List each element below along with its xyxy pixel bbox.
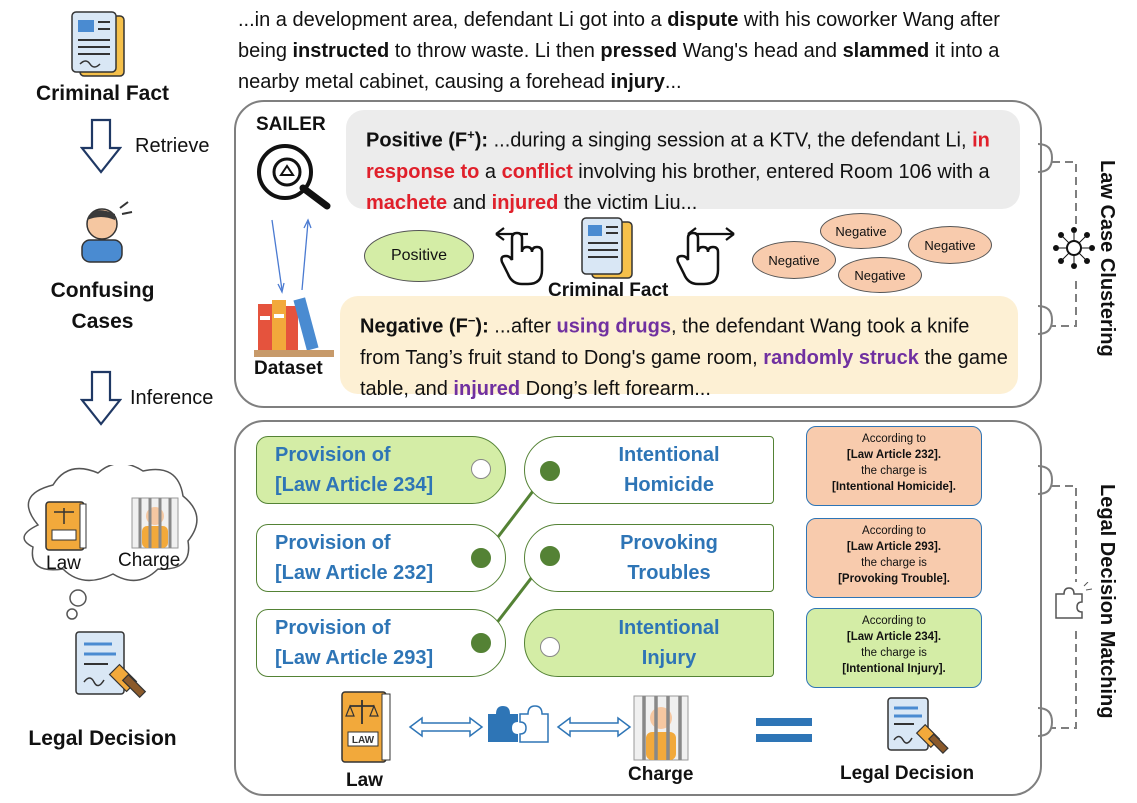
charge-1-connector-dot	[540, 461, 560, 481]
law-provision-1-line1: Provision of	[275, 444, 391, 466]
law-provision-box-2: Provision of [Law Article 232]	[256, 524, 506, 592]
charge-3-connector-hole	[540, 637, 560, 657]
center-criminal-fact-icon	[578, 216, 636, 287]
result-3-line4: [Intentional Injury].	[842, 663, 946, 675]
negative-ellipse-2: Negative	[908, 226, 992, 264]
result-2-line3: the charge is	[861, 557, 927, 569]
result-2-line1: According to	[862, 525, 926, 537]
law-provision-1-line2: [Law Article 234]	[275, 474, 434, 496]
left-criminal-fact-label: Criminal Fact	[35, 82, 170, 105]
negative-case-text: Negative (F−): ...after using drugs, the…	[360, 313, 1008, 400]
law-provision-2-line2: [Law Article 232]	[275, 562, 434, 584]
result-box-2: According to [Law Article 293]. the char…	[806, 518, 982, 598]
left-charge-prisoner-icon	[130, 496, 180, 555]
dataset-label: Dataset	[254, 358, 323, 379]
law-2-connector-dot	[471, 548, 491, 568]
positive-case-text: Positive (F+): ...during a singing sessi…	[366, 127, 990, 214]
sailer-search-icon	[253, 144, 333, 215]
inference-arrow-icon	[79, 370, 123, 431]
law-provision-box-3: Provision of [Law Article 293]	[256, 609, 506, 677]
confused-person-icon	[74, 200, 134, 269]
puzzle-icon	[484, 702, 550, 751]
result-1-line4: [Intentional Homicide].	[832, 481, 956, 493]
negative-ellipse-4: Negative	[838, 257, 922, 293]
sailer-dataset-arrows	[258, 216, 318, 301]
result-3-line3: the charge is	[861, 647, 927, 659]
criminal-fact-text: ...in a development area, defendant Li g…	[238, 9, 1000, 93]
retrieve-label: Retrieve	[135, 135, 210, 157]
result-2-line4: [Provoking Trouble].	[838, 573, 950, 585]
law-provision-box-1: Provision of [Law Article 234]	[256, 436, 506, 504]
result-1-line1: According to	[862, 433, 926, 445]
double-arrow-left-icon	[408, 716, 484, 743]
law-1-connector-hole	[471, 459, 491, 479]
dataset-books-icon	[254, 296, 334, 363]
confusing-cases-label: Confusing Cases	[50, 279, 155, 333]
clustering-network-icon	[1050, 224, 1098, 277]
result-box-1: According to [Law Article 232]. the char…	[806, 426, 982, 506]
negative-case-box	[340, 296, 1018, 394]
law-book-text: LAW	[352, 735, 375, 746]
charge-2-line1: Provoking	[620, 532, 718, 554]
result-2-line2: [Law Article 293].	[846, 541, 942, 553]
equals-icon	[756, 718, 812, 747]
law-provision-2-line1: Provision of	[275, 532, 391, 554]
negative-ellipse-3: Negative	[752, 241, 836, 279]
pull-hand-icon	[492, 224, 558, 293]
law-case-clustering-label: Law Case Clustering	[1096, 160, 1118, 357]
law-provision-3-line1: Provision of	[275, 617, 391, 639]
legal-decision-matching-label: Legal Decision Matching	[1096, 484, 1118, 719]
result-box-3: According to [Law Article 234]. the char…	[806, 608, 982, 688]
matching-puzzle-icon	[1052, 581, 1093, 627]
charge-3-line2: Injury	[641, 647, 697, 669]
sailer-label: SAILER	[256, 114, 326, 135]
left-charge-label: Charge	[118, 550, 181, 571]
result-3-line2: [Law Article 234].	[846, 631, 942, 643]
bottom-charge-label: Charge	[628, 764, 694, 785]
charge-3-line1: Intentional	[618, 617, 720, 639]
bottom-charge-prisoner-icon	[632, 694, 690, 767]
charge-2-line2: Troubles	[627, 562, 711, 584]
double-arrow-right-icon	[556, 716, 632, 743]
left-law-label: Law	[46, 553, 81, 574]
criminal-fact-icon	[66, 10, 132, 82]
retrieve-arrow-icon	[79, 118, 123, 179]
bottom-law-book-icon: LAW	[340, 690, 392, 771]
result-1-line3: the charge is	[861, 465, 927, 477]
positive-ellipse: Positive	[364, 230, 474, 282]
left-legal-decision-icon	[72, 630, 152, 713]
inference-label: Inference	[130, 387, 214, 409]
center-criminal-fact-label: Criminal Fact	[548, 280, 669, 301]
result-1-line2: [Law Article 232].	[846, 449, 942, 461]
result-3-line1: According to	[862, 615, 926, 627]
law-3-connector-dot	[471, 633, 491, 653]
left-law-book-icon	[44, 500, 88, 557]
charge-1-line2: Homicide	[623, 474, 714, 496]
bottom-legal-decision-label: Legal Decision	[840, 763, 975, 784]
push-hand-icon	[668, 224, 738, 293]
thought-cloud	[8, 462, 208, 630]
negative-ellipse-1: Negative	[820, 213, 902, 249]
charge-2-connector-dot	[540, 546, 560, 566]
bottom-legal-decision-icon	[884, 696, 952, 765]
charge-1-line1: Intentional	[618, 444, 720, 466]
left-legal-decision-label: Legal Decision	[28, 727, 177, 750]
bottom-law-label: Law	[346, 770, 383, 791]
positive-case-box	[346, 110, 1020, 209]
law-provision-3-line2: [Law Article 293]	[275, 647, 434, 669]
